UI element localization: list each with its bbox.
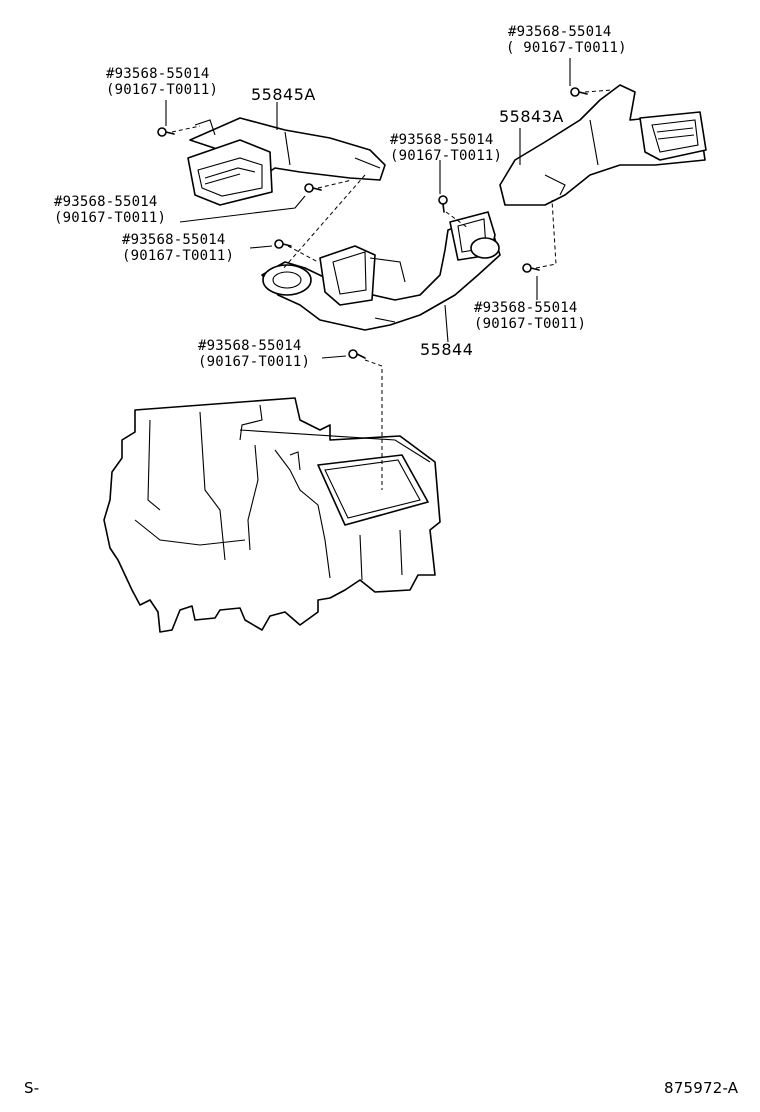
callout-left-mid-code: #93568-55014: [54, 194, 158, 210]
left-duct: [187, 117, 386, 206]
heater-unit: [103, 397, 441, 633]
part-number-left-duct: 55845A: [251, 85, 316, 104]
callout-top-right-alt: ( 90167-T0011): [506, 40, 627, 56]
callout-mid-center-code: #93568-55014: [390, 132, 494, 148]
screws: [157, 87, 588, 359]
callout-left-lower-code: #93568-55014: [122, 232, 226, 248]
right-duct: [499, 84, 707, 206]
part-number-right-duct: 55843A: [499, 107, 564, 126]
callout-top-left-alt: (90167-T0011): [106, 82, 219, 98]
center-duct: [261, 211, 501, 331]
callout-bottom-center-alt: (90167-T0011): [198, 354, 311, 370]
alignment-lines: [171, 89, 613, 490]
callout-right-mid-alt: (90167-T0011): [474, 316, 587, 332]
figure-id: 875972-A: [664, 1079, 739, 1097]
callout-left-mid-alt: (90167-T0011): [54, 210, 167, 226]
section-code: S-: [24, 1079, 40, 1097]
callout-right-mid-code: #93568-55014: [474, 300, 578, 316]
callout-bottom-center-code: #93568-55014: [198, 338, 302, 354]
callout-top-left-code: #93568-55014: [106, 66, 210, 82]
callout-mid-center-alt: (90167-T0011): [390, 148, 503, 164]
part-number-center-duct: 55844: [420, 340, 474, 359]
callout-left-lower-alt: (90167-T0011): [122, 248, 235, 264]
leader-lines: [165, 58, 571, 359]
callout-top-right-code: #93568-55014: [508, 24, 612, 40]
